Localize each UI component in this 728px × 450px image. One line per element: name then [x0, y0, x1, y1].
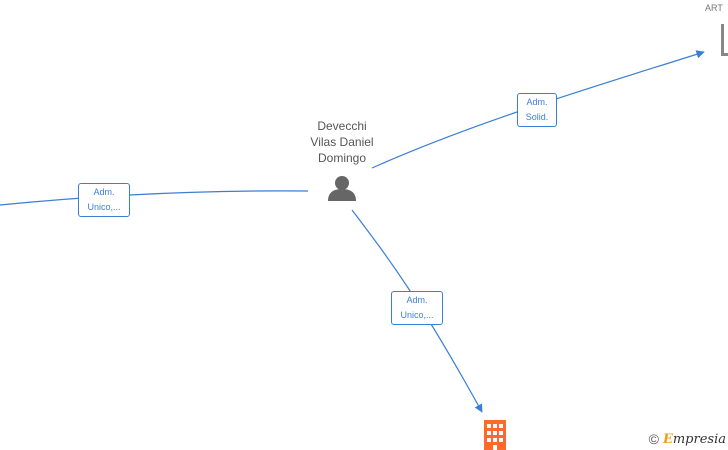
empresia-watermark: © Empresia	[649, 431, 726, 447]
edge-label-bottom[interactable]: Adm. Unico,...	[391, 291, 443, 325]
edge-label-left[interactable]: Adm. Unico,...	[78, 183, 130, 217]
building-icon[interactable]	[484, 420, 506, 450]
corner-company-icon[interactable]	[721, 24, 728, 56]
edge-label-top-right[interactable]: Adm. Solid.	[517, 93, 557, 127]
corner-company-label[interactable]: ART	[705, 3, 723, 13]
person-name[interactable]: Devecchi Vilas Daniel Domingo	[310, 119, 374, 165]
edge-left[interactable]	[0, 190, 309, 206]
person-icon[interactable]	[328, 176, 356, 201]
brand-name: Empresia	[662, 431, 726, 447]
edge-bottom[interactable]	[351, 209, 483, 413]
copyright-symbol: ©	[648, 431, 659, 447]
